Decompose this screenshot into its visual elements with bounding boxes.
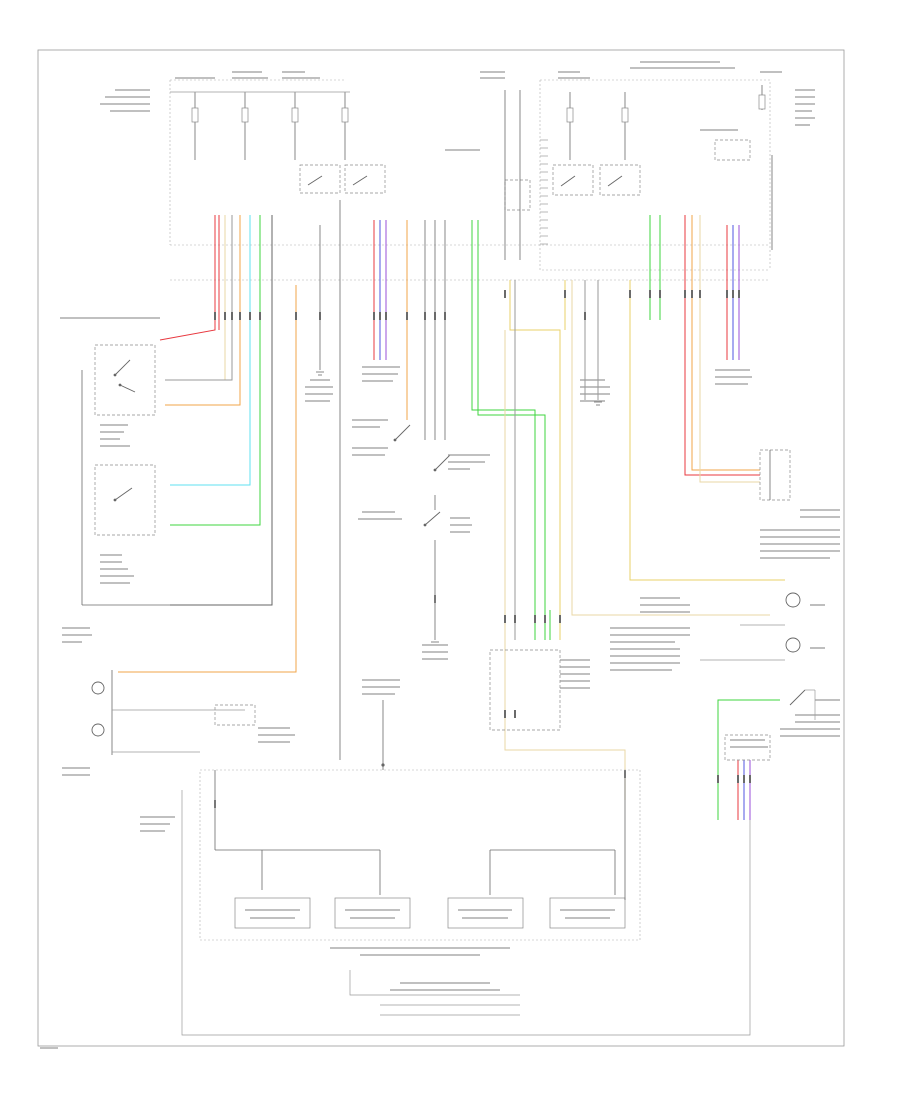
- diagram-frame: [37, 49, 845, 1047]
- headlight-control-module: [181, 700, 751, 1036]
- micro-label-strokes: [40, 61, 840, 1049]
- combination-switch: [393, 424, 451, 640]
- fuse-block-left: [169, 79, 386, 245]
- ground-symbols: [316, 371, 602, 646]
- headlight-switch: [81, 344, 170, 606]
- wire-tags: [214, 290, 751, 808]
- fuse-block-right: [504, 79, 773, 271]
- wire-bundle: [118, 200, 785, 820]
- left-headlight: [91, 670, 256, 755]
- right-side-sensors: [489, 449, 816, 761]
